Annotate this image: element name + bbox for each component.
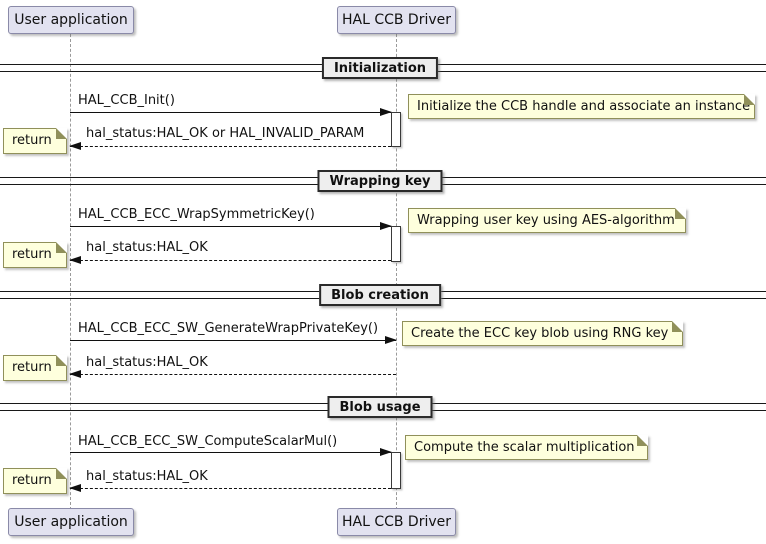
lifeline-hal-ccb-driver: [396, 34, 397, 510]
description-note: Initialize the CCB handle and associate …: [408, 94, 755, 119]
call-arrow: [70, 222, 392, 230]
arrowhead-left-icon: [69, 256, 81, 264]
arrowhead-right-icon: [385, 336, 397, 344]
arrowhead-right-icon: [380, 108, 392, 116]
call-arrow: [70, 108, 392, 116]
activation-bar: [391, 452, 401, 489]
participant-label: User application: [14, 514, 128, 530]
activation-bar: [391, 226, 401, 262]
return-message-label: hal_status:HAL_OK: [86, 355, 208, 370]
return-arrow: [69, 370, 396, 378]
arrowhead-right-icon: [380, 222, 392, 230]
description-note: Create the ECC key blob using RNG key: [402, 321, 683, 346]
return-message-label: hal_status:HAL_OK or HAL_INVALID_PARAM: [86, 126, 365, 141]
return-arrow: [69, 142, 391, 150]
return-note: return: [3, 128, 67, 154]
return-note: return: [3, 242, 67, 268]
arrowhead-right-icon: [380, 448, 392, 456]
participant-box-hal-ccb-driver-top: HAL CCB Driver: [337, 6, 456, 34]
arrowhead-left-icon: [69, 142, 81, 150]
participant-label: User application: [14, 12, 128, 28]
participant-box-user-application-top: User application: [8, 6, 134, 34]
description-note: Compute the scalar multiplication: [405, 435, 648, 460]
return-message-label: hal_status:HAL_OK: [86, 240, 208, 255]
call-message-label: HAL_CCB_ECC_SW_ComputeScalarMul(): [78, 434, 338, 449]
call-message-label: HAL_CCB_ECC_SW_GenerateWrapPrivateKey(): [78, 321, 379, 336]
divider-blob-usage: Blob usage: [327, 396, 433, 418]
return-arrow: [69, 484, 391, 492]
divider-blob-creation: Blob creation: [319, 284, 441, 306]
arrowhead-left-icon: [69, 370, 81, 378]
return-arrow: [69, 256, 391, 264]
lifeline-user-application: [70, 34, 71, 510]
return-note: return: [3, 468, 67, 494]
call-message-label: HAL_CCB_ECC_WrapSymmetricKey(): [78, 207, 315, 222]
return-note: return: [3, 355, 67, 381]
description-note: Wrapping user key using AES-algorithm: [408, 208, 686, 233]
call-arrow: [70, 448, 392, 456]
participant-label: HAL CCB Driver: [341, 12, 452, 28]
participant-label: HAL CCB Driver: [341, 514, 452, 530]
divider-wrapping-key: Wrapping key: [317, 170, 443, 192]
arrowhead-left-icon: [69, 484, 81, 492]
participant-box-user-application-bottom: User application: [8, 508, 134, 536]
call-message-label: HAL_CCB_Init(): [78, 93, 175, 108]
call-arrow: [70, 336, 397, 344]
divider-initialization: Initialization: [321, 57, 439, 79]
return-message-label: hal_status:HAL_OK: [86, 469, 208, 484]
activation-bar: [391, 112, 401, 147]
participant-box-hal-ccb-driver-bottom: HAL CCB Driver: [337, 508, 456, 536]
